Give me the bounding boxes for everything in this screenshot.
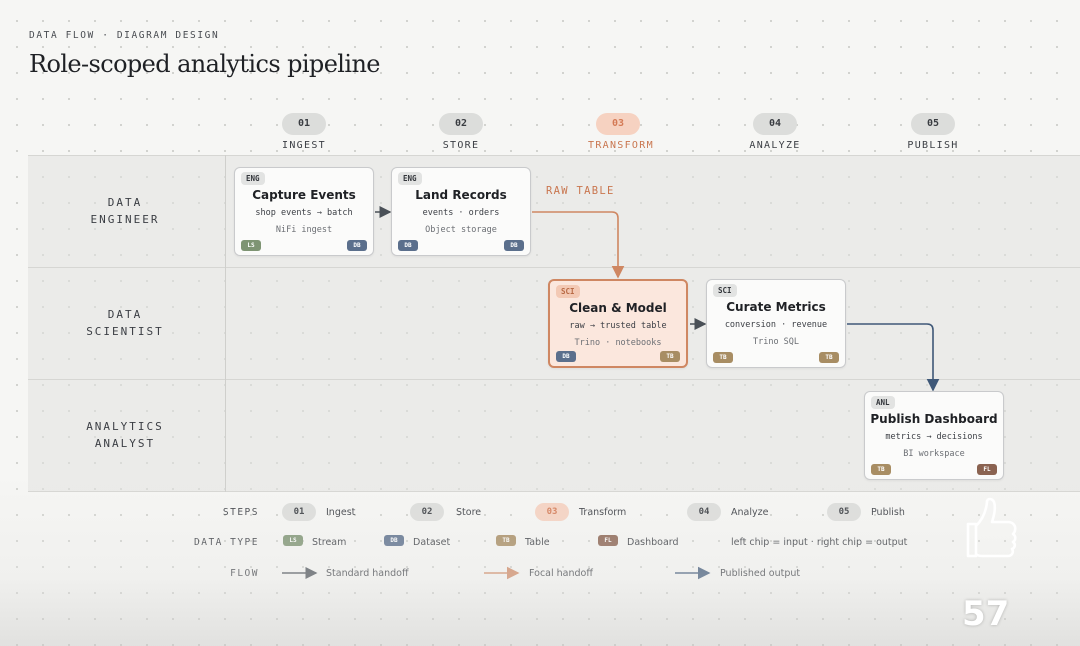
legend-steps-heading: STEPS xyxy=(222,507,259,518)
legend-flow-label: Standard handoff xyxy=(326,568,409,579)
legend-type-chip: FL xyxy=(598,535,618,546)
input-chip: TB xyxy=(871,464,891,475)
legend-step-label: Transform xyxy=(579,507,627,518)
raw-table-annotation: RAW TABLE xyxy=(546,185,615,197)
lane-label-divider xyxy=(225,155,226,492)
card-title: Capture Events xyxy=(252,188,356,202)
input-chip: DB xyxy=(398,240,418,251)
thumbs-up-icon[interactable] xyxy=(946,490,1022,566)
card-detail: metrics → decisions xyxy=(885,432,983,442)
role-label-analytics-analyst: ANALYTICS ANALYST xyxy=(40,418,210,452)
legend-type-chip: LS xyxy=(283,535,303,546)
step-number: 03 xyxy=(596,113,640,135)
lane-data-engineer xyxy=(28,155,1080,267)
card-detail: events · orders xyxy=(422,208,500,218)
input-chip: TB xyxy=(713,352,733,363)
legend-step-label: Analyze xyxy=(731,507,769,518)
card-land-records[interactable]: ENG Land Records events · orders Object … xyxy=(391,167,531,256)
output-chip: TB xyxy=(819,352,839,363)
legend-step-pill: 04 xyxy=(687,503,721,521)
role-tag: SCI xyxy=(556,285,580,298)
legend-type-label: Dashboard xyxy=(627,537,679,548)
legend-step-label: Ingest xyxy=(326,507,356,518)
card-title: Land Records xyxy=(415,188,507,202)
card-capture-events[interactable]: ENG Capture Events shop events → batch N… xyxy=(234,167,374,256)
legend-step-pill: 03 xyxy=(535,503,569,521)
step-number: 01 xyxy=(282,113,326,135)
slide-number: 57 xyxy=(962,594,1010,634)
role-line: DATA xyxy=(107,196,143,209)
card-tool: Object storage xyxy=(425,225,497,235)
role-tag: ENG xyxy=(398,172,422,185)
output-chip: DB xyxy=(504,240,524,251)
legend-step-pill: 02 xyxy=(410,503,444,521)
legend-chip-note: left chip = input · right chip = output xyxy=(731,537,908,548)
role-tag: ANL xyxy=(871,396,895,409)
input-chip: DB xyxy=(556,351,576,362)
role-line: DATA xyxy=(107,308,143,321)
role-label-data-scientist: DATA SCIENTIST xyxy=(40,306,210,340)
role-line: ENGINEER xyxy=(90,213,160,226)
role-tag: SCI xyxy=(713,284,737,297)
step-number: 02 xyxy=(439,113,483,135)
legend-type-chip: DB xyxy=(384,535,404,546)
role-tag: ENG xyxy=(241,172,265,185)
role-line: ANALYST xyxy=(94,437,156,450)
role-line: SCIENTIST xyxy=(86,325,164,338)
card-detail: conversion · revenue xyxy=(724,320,828,330)
step-store: 02 STORE xyxy=(431,113,491,151)
card-detail: shop events → batch xyxy=(255,208,353,218)
legend-type-heading: DATA TYPE xyxy=(194,537,259,548)
legend-flow-label: Focal handoff xyxy=(529,568,593,579)
legend-type-label: Table xyxy=(525,537,550,548)
card-title: Clean & Model xyxy=(569,301,667,315)
card-tool: Trino SQL xyxy=(752,337,800,347)
step-publish: 05 PUBLISH xyxy=(903,113,963,151)
step-label: STORE xyxy=(442,140,480,151)
legend-type-label: Dataset xyxy=(413,537,451,548)
eyebrow: DATA FLOW · DIAGRAM DESIGN xyxy=(29,30,220,41)
card-clean-and-model[interactable]: SCI Clean & Model raw → trusted table Tr… xyxy=(548,279,688,368)
step-number: 05 xyxy=(911,113,955,135)
legend-step-pill: 05 xyxy=(827,503,861,521)
card-title: Publish Dashboard xyxy=(870,412,998,426)
step-ingest: 01 INGEST xyxy=(274,113,334,151)
step-number: 04 xyxy=(753,113,797,135)
page-title: Role-scoped analytics pipeline xyxy=(29,50,381,78)
card-detail: raw → trusted table xyxy=(569,321,667,331)
connector-land-to-clean xyxy=(532,211,625,279)
step-label: TRANSFORM xyxy=(588,140,654,151)
output-chip: TB xyxy=(660,351,680,362)
card-title: Curate Metrics xyxy=(726,300,826,314)
card-tool: NiFi ingest xyxy=(275,225,333,235)
card-curate-metrics[interactable]: SCI Curate Metrics conversion · revenue … xyxy=(706,279,846,368)
legend-type-chip: TB xyxy=(496,535,516,546)
legend-step-label: Publish xyxy=(871,507,905,518)
role-line: ANALYTICS xyxy=(86,420,164,433)
legend-flow-label: Published output xyxy=(720,568,801,579)
input-chip: LS xyxy=(241,240,261,251)
role-label-data-engineer: DATA ENGINEER xyxy=(40,194,210,228)
connector-curate-to-publish xyxy=(847,323,940,392)
step-transform: 03 TRANSFORM xyxy=(588,113,654,151)
legend-type-label: Stream xyxy=(312,537,347,548)
legend-step-pill: 01 xyxy=(282,503,316,521)
legend-step-label: Store xyxy=(456,507,482,518)
legend-flow-heading: FLOW xyxy=(230,568,259,579)
step-label: PUBLISH xyxy=(907,140,959,151)
card-tool: Trino · notebooks xyxy=(574,338,662,348)
card-publish-dashboard[interactable]: ANL Publish Dashboard metrics → decision… xyxy=(864,391,1004,480)
step-label: ANALYZE xyxy=(749,140,801,151)
step-label: INGEST xyxy=(282,140,326,151)
output-chip: DB xyxy=(347,240,367,251)
card-tool: BI workspace xyxy=(903,449,965,459)
step-analyze: 04 ANALYZE xyxy=(745,113,805,151)
lane-bottom-border xyxy=(28,491,1080,492)
output-chip: FL xyxy=(977,464,997,475)
